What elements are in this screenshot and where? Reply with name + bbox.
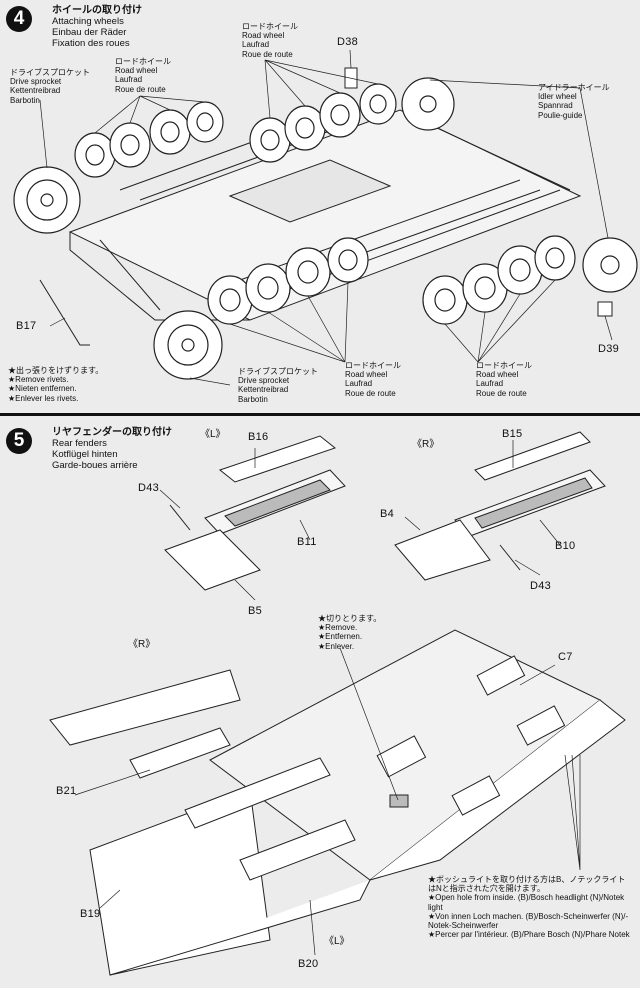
road-wheel-fr: Roue de route bbox=[476, 388, 527, 398]
part-d43-left: D43 bbox=[138, 482, 160, 494]
part-b15: B15 bbox=[502, 428, 523, 440]
remove-note: ★切りとります。 ★Remove. ★Entfernen. ★Enlever. bbox=[318, 614, 381, 651]
step-4-title: ホイールの取り付け Attaching wheels Einbau der Rä… bbox=[52, 5, 142, 49]
part-d39: D39 bbox=[598, 343, 620, 355]
rivet-note: ★出っ張りをけずります。 ★Remove rivets. ★Nieten ent… bbox=[8, 366, 103, 403]
remove-note-jp: ★切りとります。 bbox=[318, 614, 382, 623]
rivet-note-fr: ★Enlever les rivets. bbox=[8, 393, 79, 403]
part-d38: D38 bbox=[337, 36, 359, 48]
drive-sprocket-de: Kettentreibrad bbox=[10, 86, 61, 96]
side-left-label: 《L》 bbox=[200, 429, 226, 440]
part-b20: B20 bbox=[298, 958, 319, 970]
step-5-title-en: Rear fenders bbox=[52, 438, 107, 449]
remove-note-de: ★Entfernen. bbox=[318, 632, 363, 642]
road-wheels bbox=[13, 77, 638, 380]
section-divider bbox=[0, 413, 640, 416]
hull-plate bbox=[228, 159, 392, 223]
step-5-title-jp: リヤフェンダーの取り付け bbox=[52, 427, 172, 438]
headlight-note-fr: ★Percer par l'intérieur. (B)/Phare Bosch… bbox=[428, 930, 630, 940]
label-road-wheel-bottom-right: ロードホイール Road wheel Laufrad Roue de route bbox=[476, 361, 532, 398]
step-5-title-de: Kotflügel hinten bbox=[52, 449, 118, 460]
step-4-diagram bbox=[13, 49, 638, 386]
part-b11: B11 bbox=[297, 536, 317, 548]
road-wheel-fr: Roue de route bbox=[115, 84, 166, 94]
road-wheel-en: Road wheel bbox=[115, 66, 158, 76]
step-4-title-de: Einbau der Räder bbox=[52, 27, 127, 38]
side-right-label: 《R》 bbox=[412, 439, 440, 450]
step-5-title-fr: Garde-boues arrière bbox=[52, 460, 138, 471]
label-drive-sprocket-top: ドライブスプロケット Drive sprocket Kettentreibrad… bbox=[10, 68, 90, 105]
drive-sprocket-en: Drive sprocket bbox=[10, 77, 62, 87]
road-wheel-jp: ロードホイール bbox=[115, 57, 171, 66]
road-wheel-en: Road wheel bbox=[345, 370, 388, 380]
road-wheel-de: Laufrad bbox=[345, 379, 373, 389]
headlight-note-jp-2: はNと指示された穴を開けます。 bbox=[428, 884, 545, 894]
part-b5: B5 bbox=[248, 605, 263, 617]
headlight-note: ★ボッシュライトを取り付ける方はB、ノテックライト はNと指示された穴を開けます… bbox=[428, 875, 638, 939]
part-c7: C7 bbox=[558, 651, 573, 663]
idler-wheel-en: Idler wheel bbox=[538, 92, 577, 102]
fender-b5 bbox=[164, 529, 261, 591]
road-wheel-de: Laufrad bbox=[476, 379, 504, 389]
part-b10: B10 bbox=[555, 540, 576, 552]
drive-sprocket-en: Drive sprocket bbox=[238, 376, 290, 386]
rivet-note-de: ★Nieten entfernen. bbox=[8, 384, 77, 394]
remove-note-fr: ★Enlever. bbox=[318, 641, 355, 651]
hull-upper bbox=[68, 109, 582, 321]
b17-tow-rod bbox=[39, 279, 90, 346]
part-b16: B16 bbox=[248, 431, 269, 443]
bracket-b21 bbox=[129, 727, 231, 779]
label-drive-sprocket-bottom: ドライブスプロケット Drive sprocket Kettentreibrad… bbox=[238, 367, 318, 404]
label-road-wheel-top-left: ロードホイール Road wheel Laufrad Roue de route bbox=[115, 57, 171, 94]
step-5-title: リヤフェンダーの取り付け Rear fenders Kotflügel hint… bbox=[52, 427, 172, 471]
removed-piece bbox=[389, 794, 409, 808]
headlight-note-de: ★Von innen Loch machen. (B)/Bosch-Schein… bbox=[428, 911, 629, 931]
road-wheel-jp: ロードホイール bbox=[476, 361, 532, 370]
road-wheel-fr: Roue de route bbox=[345, 388, 396, 398]
idler-wheel-fr: Poulie-guide bbox=[538, 110, 583, 120]
side-right-lower-label: 《R》 bbox=[128, 639, 156, 650]
label-road-wheel-top-mid: ロードホイール Road wheel Laufrad Roue de route bbox=[242, 22, 298, 59]
part-b21: B21 bbox=[56, 785, 77, 797]
label-road-wheel-bottom-mid: ロードホイール Road wheel Laufrad Roue de route bbox=[345, 361, 401, 398]
part-d43-right: D43 bbox=[530, 580, 552, 592]
step-4-number: 4 bbox=[6, 6, 32, 32]
road-wheel-en: Road wheel bbox=[242, 31, 285, 41]
road-wheel-jp: ロードホイール bbox=[242, 22, 298, 31]
road-wheel-fr: Roue de route bbox=[242, 49, 293, 59]
rivet-note-en: ★Remove rivets. bbox=[8, 375, 69, 385]
road-wheel-de: Laufrad bbox=[242, 40, 270, 50]
drive-sprocket-de: Kettentreibrad bbox=[238, 385, 289, 395]
part-b19: B19 bbox=[80, 908, 101, 920]
side-left-lower-label: 《L》 bbox=[324, 936, 350, 947]
fender-d43-left bbox=[169, 504, 191, 531]
drive-sprocket-jp: ドライブスプロケット bbox=[10, 68, 90, 77]
drive-sprocket-fr: Barbotin bbox=[238, 394, 268, 404]
step-4-title-jp: ホイールの取り付け bbox=[52, 5, 142, 16]
step-4-title-en: Attaching wheels bbox=[52, 16, 124, 27]
road-wheel-de: Laufrad bbox=[115, 75, 143, 85]
fender-b15 bbox=[474, 431, 591, 481]
step-4-title-fr: Fixation des roues bbox=[52, 38, 130, 49]
drive-sprocket-fr: Barbotin bbox=[10, 95, 40, 105]
road-wheel-en: Road wheel bbox=[476, 370, 519, 380]
idler-wheel-de: Spannrad bbox=[538, 101, 573, 111]
drive-sprocket-jp: ドライブスプロケット bbox=[238, 367, 318, 376]
headlight-note-jp-1: ★ボッシュライトを取り付ける方はB、ノテックライト bbox=[428, 875, 626, 884]
idler-wheel-jp: アイドラーホイール bbox=[538, 83, 610, 92]
fender-d43-right bbox=[499, 544, 521, 571]
step-5-number: 5 bbox=[6, 428, 32, 454]
headlight-note-en: ★Open hole from inside. (B)/Bosch headli… bbox=[428, 893, 625, 912]
remove-note-en: ★Remove. bbox=[318, 623, 358, 633]
part-b17: B17 bbox=[16, 320, 37, 332]
rivet-note-jp: ★出っ張りをけずります。 bbox=[8, 366, 104, 375]
fender-b4 bbox=[394, 519, 491, 581]
road-wheel-jp: ロードホイール bbox=[345, 361, 401, 370]
bracket-b20 bbox=[239, 819, 356, 881]
part-b4: B4 bbox=[380, 508, 395, 520]
fender-b16 bbox=[218, 435, 337, 483]
label-idler-wheel: アイドラーホイール Idler wheel Spannrad Poulie-gu… bbox=[538, 83, 610, 120]
